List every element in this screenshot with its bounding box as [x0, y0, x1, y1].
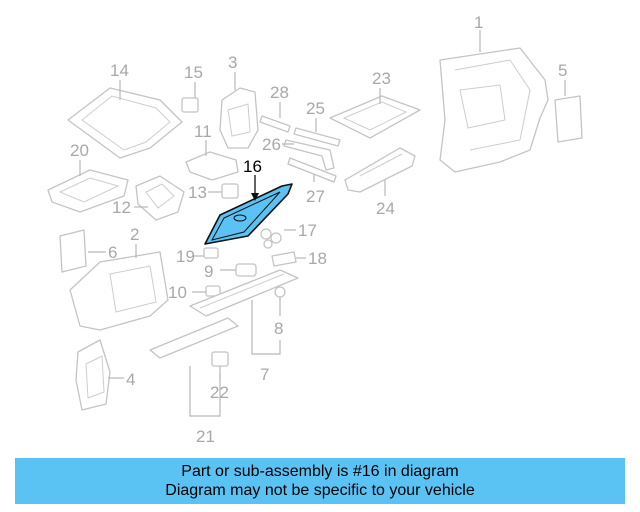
part-1-quarter-trim	[439, 30, 549, 173]
label-7: 7	[260, 365, 269, 384]
part-18-trim	[271, 251, 306, 267]
part-14-floor-mat	[67, 80, 183, 159]
part-2-side-trim	[69, 244, 169, 331]
label-1: 1	[474, 13, 483, 32]
info-banner: Part or sub-assembly is #16 in diagram D…	[15, 458, 625, 504]
part-25-bar	[293, 118, 341, 147]
part-19-clip	[192, 247, 219, 259]
part-26-tool	[282, 139, 335, 171]
part-16-highlighted	[204, 175, 293, 245]
parts-diagram: 1 2 3 4 5 6 7 8 9 10 11 12 13 14 15 16 1…	[47, 13, 583, 446]
label-26: 26	[262, 135, 281, 154]
label-9: 9	[204, 262, 213, 281]
part-22-clip	[211, 351, 229, 380]
part-28-tool	[259, 102, 291, 133]
label-8: 8	[274, 319, 283, 338]
label-13: 13	[188, 183, 207, 202]
part-21-cargo-cover	[149, 317, 239, 417]
label-20: 20	[70, 141, 89, 160]
label-22: 22	[210, 383, 229, 402]
part-6-cover	[59, 229, 106, 273]
part-23-tray	[329, 88, 421, 139]
part-13-clip	[208, 183, 239, 199]
banner-line-2: Diagram may not be specific to your vehi…	[165, 482, 475, 499]
part-5-cover	[554, 80, 583, 143]
label-11: 11	[194, 122, 212, 141]
part-9-clip	[220, 263, 257, 277]
label-27: 27	[306, 187, 325, 206]
label-23: 23	[372, 69, 391, 88]
label-2: 2	[130, 225, 139, 244]
label-6: 6	[108, 243, 117, 262]
label-28: 28	[270, 83, 289, 102]
banner-line-1: Part or sub-assembly is #16 in diagram	[181, 463, 459, 480]
label-10: 10	[168, 283, 187, 302]
part-10-clip	[192, 285, 221, 297]
part-17-fasteners	[260, 228, 296, 249]
label-19: 19	[176, 247, 195, 266]
label-15: 15	[184, 63, 203, 82]
part-7-sill-plate	[189, 269, 299, 355]
part-20-floor-panel	[47, 160, 129, 213]
part-27-handle	[287, 157, 337, 183]
label-14: 14	[110, 61, 129, 80]
label-18: 18	[308, 249, 327, 268]
label-17: 17	[298, 221, 317, 240]
part-24-jack	[344, 147, 416, 196]
label-12: 12	[112, 198, 131, 217]
label-3: 3	[228, 53, 237, 72]
label-4: 4	[126, 370, 135, 389]
label-24: 24	[376, 199, 395, 218]
part-11-panel	[185, 140, 239, 181]
part-12-bracket	[134, 175, 185, 221]
label-21: 21	[196, 427, 215, 446]
label-16: 16	[243, 157, 262, 176]
label-5: 5	[558, 61, 567, 80]
part-8-fastener	[274, 286, 286, 316]
part-4-bracket	[75, 339, 124, 411]
part-labels: 1 2 3 4 5 6 7 8 9 10 11 12 13 14 15 16 1…	[70, 13, 567, 446]
label-25: 25	[306, 99, 325, 118]
part-3-bracket	[219, 72, 259, 149]
part-15-clip	[181, 82, 199, 113]
